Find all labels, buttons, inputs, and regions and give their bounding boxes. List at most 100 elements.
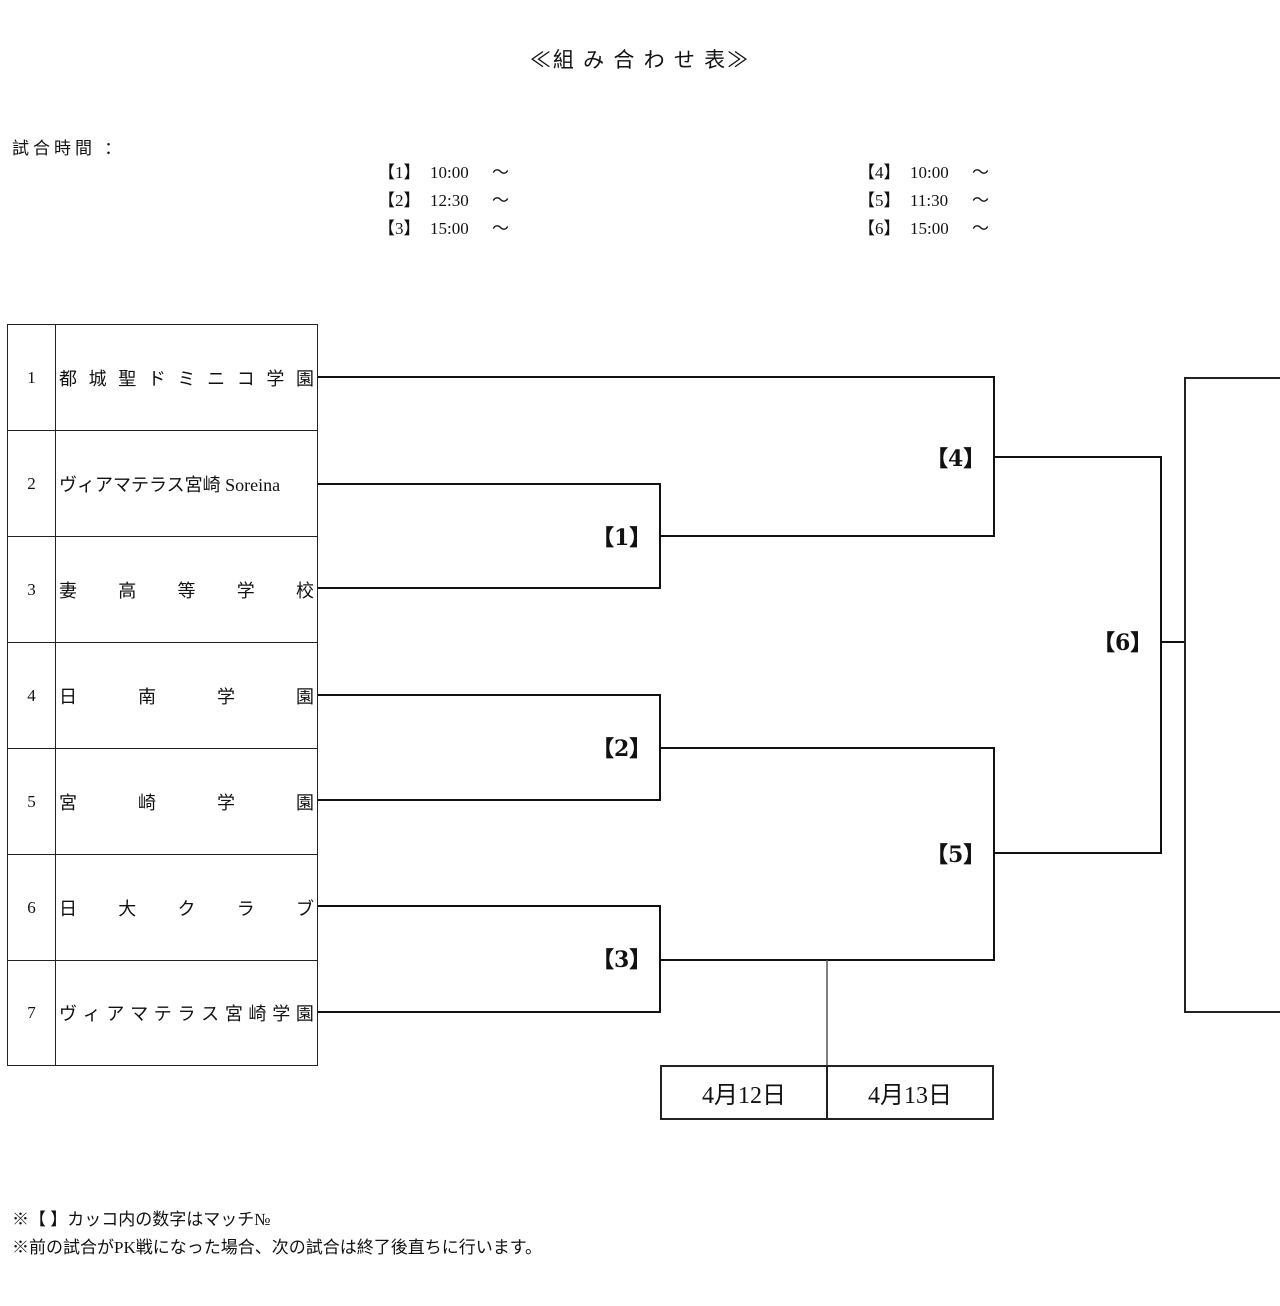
team-name: 宮崎学園 <box>56 749 317 854</box>
notes: ※【 】カッコ内の数字はマッチ№ ※前の試合がPK戦になった場合、次の試合は終了… <box>12 1206 542 1262</box>
date-day1: 4月12日 <box>662 1067 828 1118</box>
schedule-row: 【6】 15:00 ～ <box>858 215 989 243</box>
team-name-char: ク <box>177 898 196 919</box>
schedule-row: 【3】15:00～ <box>378 215 509 243</box>
tilde: ～ <box>492 219 509 238</box>
team-name-char: マ <box>130 1004 149 1024</box>
match-time: 15:00 <box>910 219 949 238</box>
tilde: ～ <box>492 163 509 182</box>
date-table: 4月12日 4月13日 <box>660 1065 994 1120</box>
team-name-char: 城 <box>88 368 107 389</box>
winner-box <box>1184 377 1280 1013</box>
team-name-char: 崎 <box>138 792 156 813</box>
team-name-char: 学 <box>236 580 255 601</box>
match-label-1: 【1】 <box>592 525 652 551</box>
match-time: 15:00 <box>430 219 469 238</box>
team-name-char: 園 <box>296 368 314 389</box>
match-time: 10:00 <box>430 163 469 182</box>
team-name-char: 宮 <box>59 792 77 813</box>
team-name-char: 南 <box>138 686 156 707</box>
tilde: ～ <box>972 219 989 238</box>
schedule-row: 【1】 10:00 ～ <box>378 159 509 187</box>
tilde: ～ <box>492 191 509 210</box>
team-number: 4 <box>8 643 56 748</box>
team-name: 妻高等学校 <box>56 537 317 642</box>
team-name-char: 園 <box>296 792 314 813</box>
match-label-3: 【3】 <box>592 947 652 973</box>
team-name-char: ミ <box>177 368 196 389</box>
team-number: 3 <box>8 537 56 642</box>
match-no: 【2】 <box>378 191 421 210</box>
match-label-2: 【2】 <box>592 736 652 762</box>
team-name-char: 学 <box>272 1004 291 1024</box>
schedule-right: 【4】10:00～ 【5】11:30～ 【6】15:00～ <box>858 159 989 243</box>
note-line: ※【 】カッコ内の数字はマッチ№ <box>12 1210 271 1229</box>
team-name-char: 等 <box>177 580 196 601</box>
team-name-char: 日 <box>59 686 77 707</box>
team-name-char: ヴ <box>59 1004 77 1024</box>
team-name-char: ア <box>106 1004 125 1024</box>
schedule-row: 【4】10:00～ <box>858 159 989 187</box>
bracket-line-match-4 <box>318 376 995 537</box>
team-name-char: 学 <box>217 686 235 707</box>
team-name-char: ス <box>201 1004 220 1024</box>
match-label-4: 【4】 <box>926 446 986 472</box>
team-name-char: ィ <box>82 1004 101 1024</box>
page-title: ≪組 み 合 わ せ 表≫ <box>529 48 751 72</box>
team-number: 1 <box>8 325 56 430</box>
team-number: 6 <box>8 855 56 960</box>
team-name-char: ラ <box>236 898 255 919</box>
bracket-line-match-6 <box>994 456 1162 854</box>
match-time: 11:30 <box>910 191 949 210</box>
schedule-row: 【2】 12:30 ～ <box>378 187 509 215</box>
team-number: 2 <box>8 431 56 536</box>
team-name-char: テ <box>153 1004 172 1024</box>
match-label-6: 【6】 <box>1093 630 1153 656</box>
match-label-5: 【5】 <box>926 842 986 868</box>
team-name-char: 園 <box>295 1004 314 1024</box>
match-no: 【5】 <box>858 191 901 210</box>
team-name-char: 日 <box>59 898 77 919</box>
match-no: 【1】 <box>378 163 421 182</box>
match-time: 10:00 <box>910 163 949 182</box>
team-name-char: 大 <box>118 898 137 919</box>
team-name-char: 妻 <box>59 580 77 601</box>
match-no: 【6】 <box>858 219 901 238</box>
team-name: ヴィアマテラス宮崎学園 <box>56 961 317 1065</box>
team-name-char: 学 <box>266 368 285 389</box>
tilde: ～ <box>972 191 989 210</box>
team-name: 日大クラブ <box>56 855 317 960</box>
team-name-char: ニ <box>207 368 226 389</box>
team-name-char: 都 <box>59 368 77 389</box>
team-name: ヴィアマテラス宮崎 Soreina <box>59 474 281 495</box>
team-name: 日南学園 <box>56 643 317 748</box>
team-name: 都城聖ドミニコ学園 <box>56 325 317 430</box>
team-name-char: 崎 <box>248 1004 267 1024</box>
team-name-char: ブ <box>296 898 314 919</box>
match-time-label: 試合時間 ： <box>12 139 126 158</box>
team-name-char: コ <box>236 368 255 389</box>
team-name-char: ラ <box>177 1004 196 1024</box>
team-name-char: 宮 <box>224 1004 243 1024</box>
team-name-char: 高 <box>118 580 137 601</box>
note-line: ※前の試合がPK戦になった場合、次の試合は終了後直ちに行います。 <box>12 1238 543 1257</box>
team-name-char: 学 <box>217 792 235 813</box>
team-number: 5 <box>8 749 56 854</box>
date-day2: 4月13日 <box>868 1083 952 1109</box>
schedule-left: 【1】10:00～ 【2】12:30～ 【3】15:00～ <box>378 159 509 243</box>
team-number: 7 <box>8 961 56 1065</box>
match-time: 12:30 <box>430 191 469 210</box>
schedule-row: 【5】 11:30 ～ <box>858 187 989 215</box>
tilde: ～ <box>972 163 989 182</box>
team-name-char: 園 <box>296 686 314 707</box>
team-name-char: 校 <box>296 580 314 601</box>
